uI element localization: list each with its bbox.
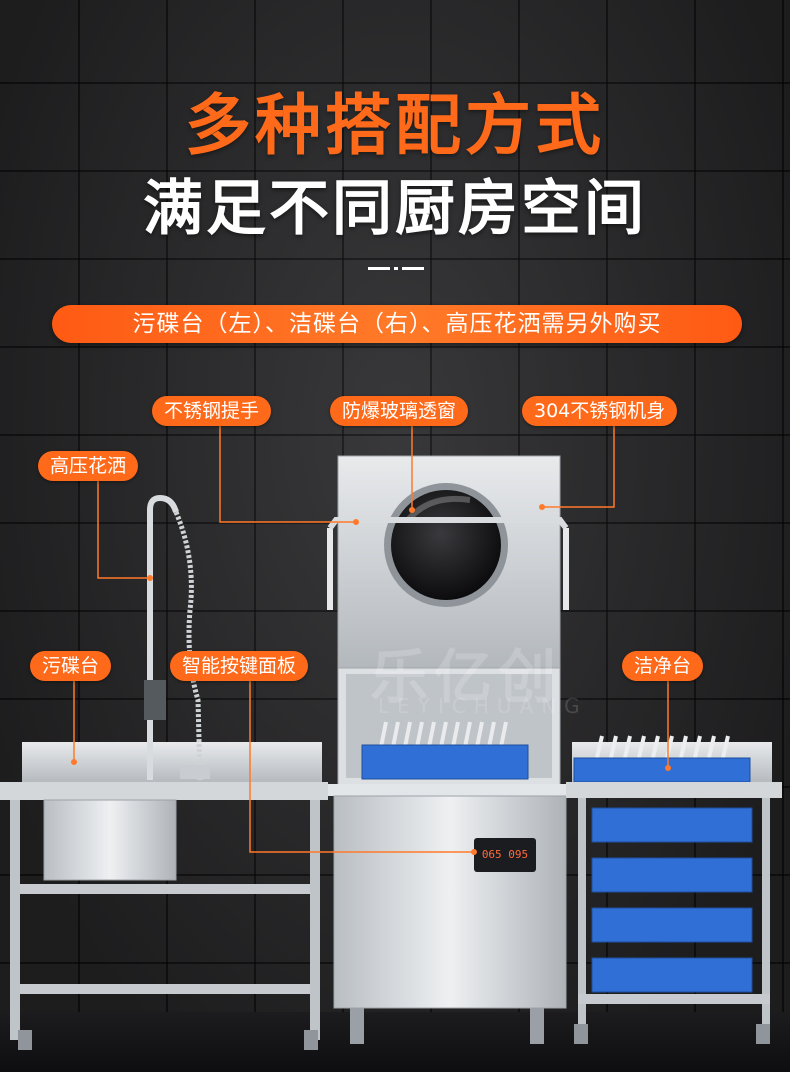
tag-304-body: 304不锈钢机身 — [522, 396, 678, 426]
clean-table — [566, 735, 782, 1044]
tag-dirty-table: 污碟台 — [30, 651, 112, 681]
title-divider — [368, 267, 424, 271]
panel-display: 065 095 — [482, 848, 528, 861]
control-panel — [474, 838, 536, 872]
brand-watermark-latin: LEYICHUANG — [378, 694, 588, 718]
tag-clean-table: 洁净台 — [622, 651, 704, 681]
floor — [0, 1012, 790, 1072]
page-title: 多种搭配方式 — [185, 87, 605, 164]
dirty-table — [0, 742, 328, 1050]
leader-lines — [73, 425, 669, 853]
pre-rinse-sprayer — [144, 494, 210, 781]
page-subtitle: 满足不同厨房空间 — [143, 174, 647, 244]
leader-dots — [71, 504, 671, 855]
tag-sprayer: 高压花洒 — [38, 451, 139, 481]
tag-control-panel: 智能按键面板 — [170, 651, 309, 681]
tag-glass-window: 防爆玻璃透窗 — [330, 396, 469, 426]
tag-stainless-handle: 不锈钢提手 — [152, 396, 272, 426]
brand-watermark: 乐亿创 — [370, 643, 563, 711]
hood-dishwasher: 065 095 — [327, 455, 570, 1044]
accessory-notice-banner: 污碟台（左）、洁碟台（右）、高压花洒需另外购买 — [52, 305, 742, 343]
wash-rack — [361, 721, 529, 780]
